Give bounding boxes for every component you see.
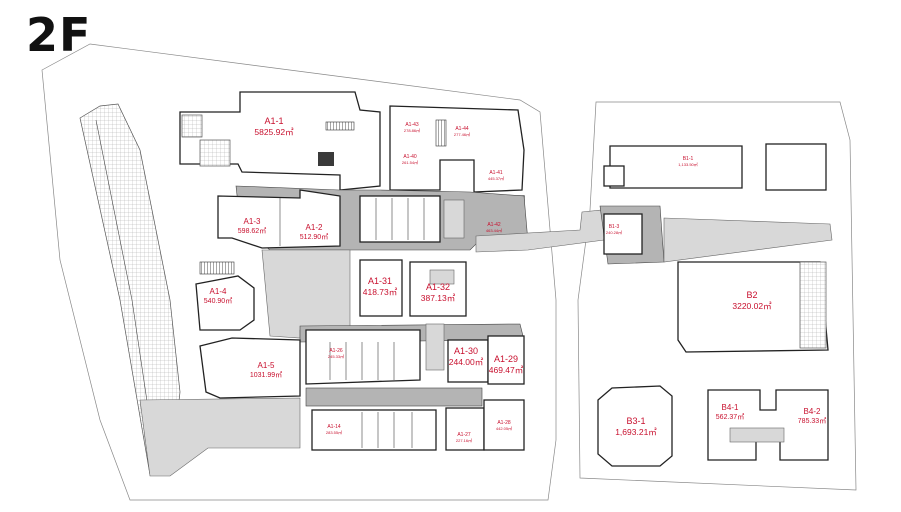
block-a1-3-a1-2 bbox=[217, 189, 341, 249]
unit-label-b3-1: B3-1 bbox=[626, 416, 645, 426]
block-small-shops-north bbox=[359, 195, 441, 243]
block-b4 bbox=[707, 389, 829, 461]
block-a1-40-44 bbox=[389, 105, 525, 193]
block-a1-5 bbox=[199, 337, 301, 399]
block-a1-28 bbox=[483, 399, 525, 451]
unit-area-a1-4: 540.90㎡ bbox=[204, 297, 232, 305]
block-a1-27 bbox=[445, 407, 485, 451]
block-b1-2 bbox=[603, 165, 625, 187]
unit-area-a1-5: 1031.99㎡ bbox=[250, 371, 282, 379]
block-south-central bbox=[305, 329, 421, 385]
divider-small-shops-south bbox=[329, 342, 413, 448]
core-a1-1 bbox=[318, 152, 334, 166]
south-corridor-strip bbox=[139, 397, 301, 477]
restroom-a1-1 bbox=[199, 139, 231, 167]
unit-label-b4-2: B4-2 bbox=[804, 407, 821, 416]
atrium-void-north bbox=[443, 199, 465, 239]
unit-label-a1-5: A1-5 bbox=[258, 361, 275, 370]
stair-a1-43 bbox=[435, 119, 447, 147]
unit-label-a1-14: A1-14 bbox=[327, 424, 341, 430]
unit-label-a1-1: A1-1 bbox=[264, 116, 283, 126]
block-b1-3 bbox=[603, 213, 643, 255]
unit-label-a1-2: A1-2 bbox=[306, 223, 323, 232]
unit-area-b4-2: 785.33㎡ bbox=[798, 417, 826, 425]
unit-area-a1-32: 387.13㎡ bbox=[421, 293, 456, 303]
unit-area-a1-40: 261.54㎡ bbox=[402, 159, 418, 165]
unit-area-b1-3: 240.28㎡ bbox=[606, 229, 622, 235]
unit-area-a1-28: 442.05㎡ bbox=[496, 425, 512, 431]
unit-label-a1-44: A1-44 bbox=[455, 126, 469, 132]
west-link-corridor bbox=[261, 249, 351, 339]
stair-a1-1 bbox=[325, 121, 355, 131]
stair-a1-4 bbox=[199, 261, 235, 275]
unit-area-a1-14: 283.55㎡ bbox=[326, 429, 342, 435]
unit-area-a1-44: 277.46㎡ bbox=[454, 131, 470, 137]
unit-label-b1-1: B1-1 bbox=[683, 156, 694, 162]
block-a1-30 bbox=[447, 339, 489, 383]
unit-label-a1-41: A1-41 bbox=[489, 170, 503, 176]
block-a1-29 bbox=[487, 335, 525, 385]
east-link-corridor bbox=[663, 217, 833, 263]
unit-area-a1-42: 463.44㎡ bbox=[486, 227, 502, 233]
unit-area-a1-27: 227.16㎡ bbox=[456, 437, 472, 443]
unit-area-b2: 3220.02㎡ bbox=[732, 301, 772, 311]
unit-label-a1-28: A1-28 bbox=[497, 420, 511, 426]
site-boundary-west bbox=[41, 43, 557, 501]
unit-area-b4-1: 562.37㎡ bbox=[716, 413, 744, 421]
b4-link bbox=[729, 427, 785, 443]
unit-area-a1-1: 5825.92㎡ bbox=[254, 127, 294, 137]
unit-area-a1-26: 245.33㎡ bbox=[328, 353, 344, 359]
atrium-void-south bbox=[425, 323, 445, 371]
unit-area-a1-41: 445.37㎡ bbox=[488, 175, 504, 181]
unit-area-a1-43: 278.86㎡ bbox=[404, 127, 420, 133]
unit-label-a1-3: A1-3 bbox=[244, 217, 261, 226]
unit-label-a1-26: A1-26 bbox=[329, 348, 343, 354]
unit-label-a1-4: A1-4 bbox=[210, 287, 227, 296]
b2-east-shops bbox=[799, 261, 827, 349]
block-b3-1 bbox=[597, 385, 673, 467]
unit-area-b1-1: 1,133.50㎡ bbox=[678, 161, 698, 167]
block-a1-4 bbox=[195, 275, 255, 331]
unit-area-a1-30: 244.00㎡ bbox=[449, 357, 484, 367]
unit-label-b1-3: B1-3 bbox=[609, 224, 620, 230]
unit-label-a1-31: A1-31 bbox=[368, 276, 392, 286]
unit-label-b2: B2 bbox=[746, 290, 757, 300]
unit-label-a1-29: A1-29 bbox=[494, 354, 518, 364]
unit-label-a1-43: A1-43 bbox=[405, 122, 419, 128]
block-b1-1 bbox=[609, 145, 743, 189]
block-south-shops bbox=[311, 409, 437, 451]
unit-label-a1-40: A1-40 bbox=[403, 154, 417, 160]
floor-label: 2F bbox=[26, 8, 92, 62]
unit-label-a1-30: A1-30 bbox=[454, 346, 478, 356]
south-passage bbox=[305, 387, 483, 407]
unit-area-a1-2: 512.90㎡ bbox=[300, 233, 328, 241]
unit-area-b3-1: 1,693.21㎡ bbox=[615, 427, 657, 437]
block-b2 bbox=[677, 261, 829, 353]
unit-area-a1-29: 469.47㎡ bbox=[489, 365, 524, 375]
lobby-a1-32 bbox=[429, 269, 455, 285]
unit-label-b4-1: B4-1 bbox=[722, 403, 739, 412]
block-b1-side bbox=[765, 143, 827, 191]
shop-a1-1-west bbox=[181, 114, 203, 138]
unit-label-a1-42: A1-42 bbox=[487, 222, 501, 228]
unit-area-a1-3: 598.62㎡ bbox=[238, 227, 266, 235]
unit-area-a1-31: 418.73㎡ bbox=[363, 287, 398, 297]
unit-label-a1-27: A1-27 bbox=[457, 432, 471, 438]
block-a1-31 bbox=[359, 259, 403, 317]
unit-label-a1-32: A1-32 bbox=[426, 282, 450, 292]
divider-small-shops-north bbox=[375, 198, 425, 240]
